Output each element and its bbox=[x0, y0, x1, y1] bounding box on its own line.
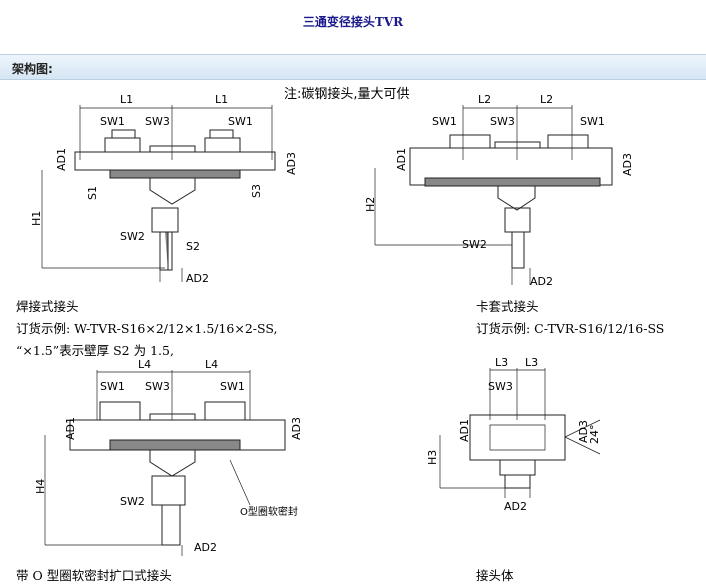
caption-weld-order: 订货示例: W-TVR-S16×2/12×1.5/16×2-SS, bbox=[16, 321, 278, 336]
label-SW2-c: SW2 bbox=[120, 495, 145, 508]
drawing-oring bbox=[44, 370, 286, 556]
label-AD2-d: AD2 bbox=[504, 500, 527, 513]
label-AD3-b: AD3 bbox=[621, 153, 634, 176]
page-title: 三通变径接头TVR bbox=[302, 15, 404, 29]
drawing-welded bbox=[41, 105, 276, 282]
label-SW3-d: SW3 bbox=[488, 380, 513, 393]
label-AD3-a: AD3 bbox=[285, 152, 298, 175]
label-S3: S3 bbox=[250, 184, 263, 198]
note-text: 注:碳钢接头,量大可供 bbox=[284, 87, 410, 102]
label-H2: H2 bbox=[364, 197, 377, 212]
caption-ferrule-name: 卡套式接头 bbox=[476, 299, 539, 314]
dim-L1-a: L1 bbox=[120, 93, 133, 106]
caption-oring-name: 带 O 型圈软密封扩口式接头 bbox=[16, 568, 172, 583]
label-SW1-e: SW1 bbox=[100, 380, 125, 393]
drawing-body bbox=[439, 368, 601, 498]
caption-weld-name: 焊接式接头 bbox=[16, 299, 79, 314]
label-AD2-b: AD2 bbox=[530, 275, 553, 288]
dim-L4-a: L4 bbox=[138, 358, 151, 371]
label-H1: H1 bbox=[30, 211, 43, 226]
label-AD1-b: AD1 bbox=[395, 148, 408, 171]
label-AD1-a: AD1 bbox=[55, 148, 68, 171]
label-SW1-a: SW1 bbox=[100, 115, 125, 128]
label-SW3-c: SW3 bbox=[145, 380, 170, 393]
drawing-ferrule bbox=[374, 105, 613, 285]
label-AD1-d: AD1 bbox=[458, 419, 471, 442]
caption-weld-remark: “×1.5”表示壁厚 S2 为 1.5, bbox=[16, 343, 174, 358]
caption-body-name: 接头体 bbox=[476, 568, 514, 583]
label-SW1-d: SW1 bbox=[580, 115, 605, 128]
dim-L2-a: L2 bbox=[478, 93, 491, 106]
label-SW2-a: SW2 bbox=[120, 230, 145, 243]
dim-L3-b: L3 bbox=[525, 356, 538, 369]
label-H4: H4 bbox=[34, 479, 47, 494]
label-AD3-d: AD3 bbox=[577, 420, 590, 443]
label-SW1-b: SW1 bbox=[228, 115, 253, 128]
label-AD2-a: AD2 bbox=[186, 272, 209, 285]
label-angle: 24° bbox=[588, 425, 601, 445]
dim-L2-b: L2 bbox=[540, 93, 553, 106]
caption-ferrule-order: 订货示例: C-TVR-S16/12/16-SS bbox=[476, 321, 665, 336]
label-oring: O型圈软密封 bbox=[240, 505, 298, 518]
section-label: 架构图: bbox=[12, 62, 53, 76]
dim-L3-a: L3 bbox=[495, 356, 508, 369]
label-SW3-b: SW3 bbox=[490, 115, 515, 128]
label-SW1-f: SW1 bbox=[220, 380, 245, 393]
label-SW1-c: SW1 bbox=[432, 115, 457, 128]
label-S1: S1 bbox=[86, 186, 99, 200]
label-H3: H3 bbox=[426, 450, 439, 465]
label-AD3-c: AD3 bbox=[290, 417, 303, 440]
dim-L4-b: L4 bbox=[205, 358, 218, 371]
label-AD1-c: AD1 bbox=[64, 417, 77, 440]
dim-L1-b: L1 bbox=[215, 93, 228, 106]
label-AD2-c: AD2 bbox=[194, 541, 217, 554]
section-bar: 架构图: bbox=[0, 54, 706, 80]
label-SW2-b: SW2 bbox=[462, 238, 487, 251]
label-S2: S2 bbox=[186, 240, 200, 253]
label-SW3-a: SW3 bbox=[145, 115, 170, 128]
